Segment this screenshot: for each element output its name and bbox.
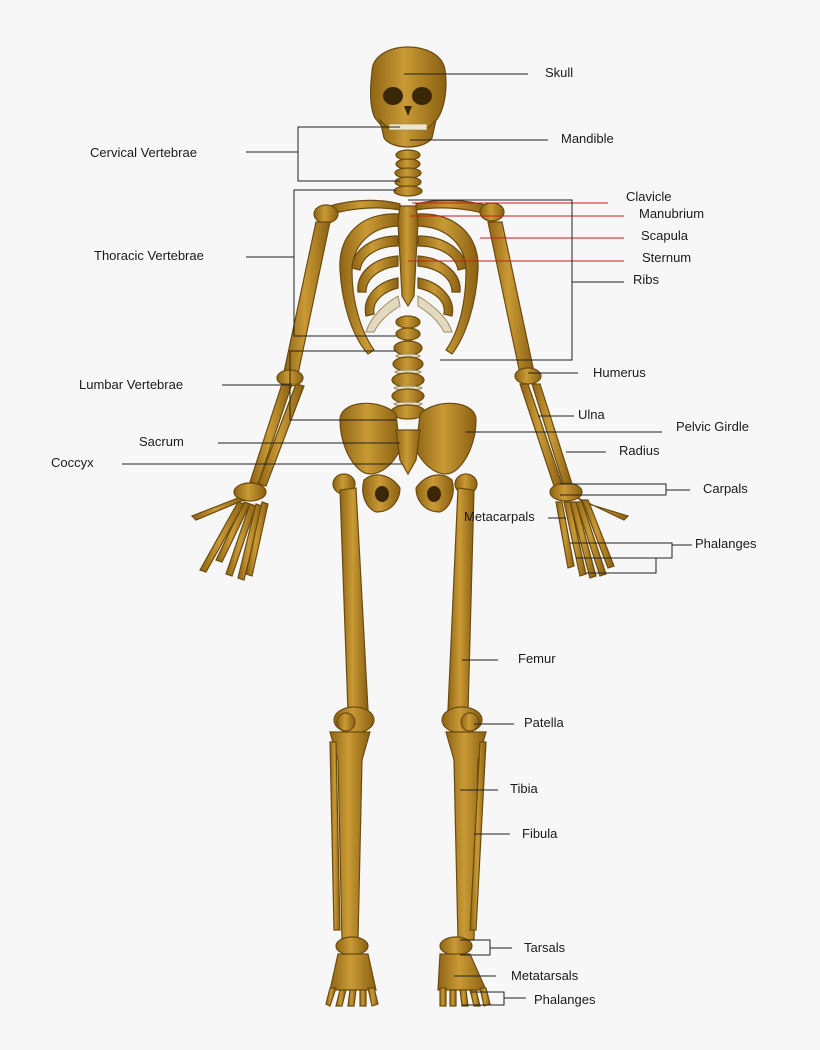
right-leg-bones (437, 473, 491, 1007)
label-ribs: Ribs (633, 272, 660, 287)
clavicle-bone-right (415, 199, 489, 215)
spine-bones (390, 315, 426, 420)
left-leg-bones (325, 473, 379, 1007)
label-coccyx: Coccyx (51, 455, 94, 470)
label-thoracic-vertebrae: Thoracic Vertebrae (94, 248, 204, 263)
label-carpals: Carpals (703, 481, 748, 496)
cervical-vertebrae-bones (393, 149, 423, 197)
ribcage-bones (339, 213, 479, 355)
label-patella: Patella (524, 715, 565, 730)
label-tibia: Tibia (510, 781, 538, 796)
label-clavicle: Clavicle (626, 189, 672, 204)
label-lumbar-vertebrae: Lumbar Vertebrae (79, 377, 183, 392)
label-sacrum: Sacrum (139, 434, 184, 449)
label-ulna: Ulna (578, 407, 606, 422)
labels: Skull Mandible Cervical Vertebrae Clavic… (51, 65, 757, 1007)
label-metatarsals: Metatarsals (511, 968, 579, 983)
label-skull: Skull (545, 65, 573, 80)
label-metacarpals: Metacarpals (464, 509, 535, 524)
label-sternum: Sternum (642, 250, 691, 265)
label-tarsals: Tarsals (524, 940, 566, 955)
label-cervical-vertebrae: Cervical Vertebrae (90, 145, 197, 160)
clavicle-bone-left (329, 199, 401, 215)
label-radius: Radius (619, 443, 660, 458)
label-phalanges-hand: Phalanges (695, 536, 757, 551)
label-mandible: Mandible (561, 131, 614, 146)
label-fibula: Fibula (522, 826, 558, 841)
skeleton-illustration (190, 46, 630, 1007)
label-humerus: Humerus (593, 365, 646, 380)
pelvis-bone (339, 402, 477, 513)
right-arm-bones (487, 221, 630, 579)
label-manubrium: Manubrium (639, 206, 704, 221)
skull-bone (369, 46, 447, 131)
leader-lines (122, 73, 692, 1006)
label-phalanges-foot: Phalanges (534, 992, 596, 1007)
label-femur: Femur (518, 651, 556, 666)
label-pelvic-girdle: Pelvic Girdle (676, 419, 749, 434)
label-scapula: Scapula (641, 228, 689, 243)
left-arm-bones (190, 221, 331, 581)
sternum-bone (397, 205, 419, 308)
